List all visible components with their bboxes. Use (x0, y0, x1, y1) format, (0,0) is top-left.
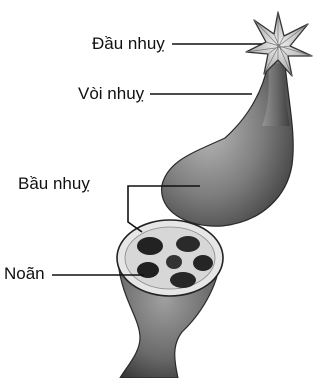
ovule (137, 237, 163, 255)
ovule (166, 255, 182, 269)
ovule (193, 255, 213, 271)
upper-pistil (162, 60, 294, 226)
ovule (176, 236, 200, 252)
style-label: Vòi nhuỵ (78, 84, 144, 104)
ovule-label: Noãn (4, 264, 45, 284)
ovary-label: Bầu nhuỵ (18, 174, 90, 194)
ovule (170, 272, 196, 288)
ovary-cross-section (117, 220, 223, 378)
stigma-label: Đầu nhuỵ (92, 34, 165, 54)
